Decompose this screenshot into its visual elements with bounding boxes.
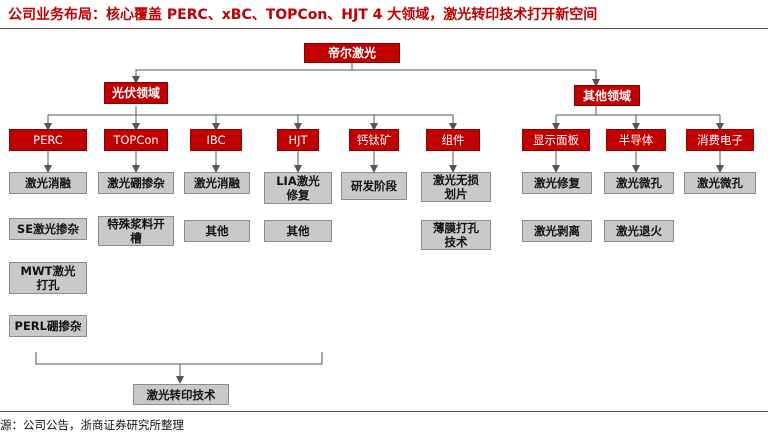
item-semiconductor-micro-hole: 激光微孔 <box>604 172 674 194</box>
item-perovskite-rnd: 研发阶段 <box>341 172 407 200</box>
item-display-laser-lift-off: 激光剥离 <box>522 220 592 242</box>
source-note: 源：公司公告，浙商证券研究所整理 <box>0 418 184 432</box>
category-ibc: IBC <box>190 129 242 151</box>
item-perc-se-doping: SE激光掺杂 <box>9 218 87 240</box>
item-perc-mwt-drilling: MWT激光打孔 <box>9 262 87 294</box>
category-consumer-electronics: 消费电子 <box>686 129 754 151</box>
item-module-film-drilling: 薄膜打孔技术 <box>421 220 491 250</box>
category-topcon: TOPCon <box>104 129 168 151</box>
item-hjt-lia-repair: LIA激光修复 <box>264 172 332 204</box>
item-semiconductor-annealing: 激光退火 <box>604 220 674 242</box>
branch-pv: 光伏领域 <box>104 82 168 104</box>
branch-other: 其他领域 <box>574 85 640 106</box>
item-module-lossless-scribing: 激光无损划片 <box>421 172 491 202</box>
item-hjt-other: 其他 <box>264 220 332 242</box>
item-ibc-laser-ablation: 激光消融 <box>184 172 250 194</box>
category-semiconductor: 半导体 <box>606 129 666 151</box>
footer-divider <box>0 411 768 412</box>
title-divider <box>0 28 768 29</box>
page-title: 公司业务布局：核心覆盖 PERC、xBC、TOPCon、HJT 4 大领域，激光… <box>8 7 598 23</box>
category-display-panel: 显示面板 <box>522 129 590 151</box>
category-module: 组件 <box>426 129 480 151</box>
item-perc-perl-boron: PERL硼掺杂 <box>9 315 87 337</box>
item-display-laser-repair: 激光修复 <box>522 172 592 194</box>
item-consumer-micro-hole: 激光微孔 <box>684 172 756 194</box>
item-topcon-paste-grooving: 特殊浆料开槽 <box>98 216 174 246</box>
category-perc: PERC <box>9 129 87 151</box>
category-hjt: HJT <box>277 129 319 151</box>
item-perc-laser-ablation: 激光消融 <box>9 172 87 194</box>
item-ibc-other: 其他 <box>184 220 250 242</box>
item-topcon-boron-doping: 激光硼掺杂 <box>98 172 174 194</box>
root-node: 帝尔激光 <box>304 43 400 63</box>
laser-transfer-technology: 激光转印技术 <box>133 384 229 405</box>
category-perovskite: 钙钛矿 <box>349 129 399 151</box>
